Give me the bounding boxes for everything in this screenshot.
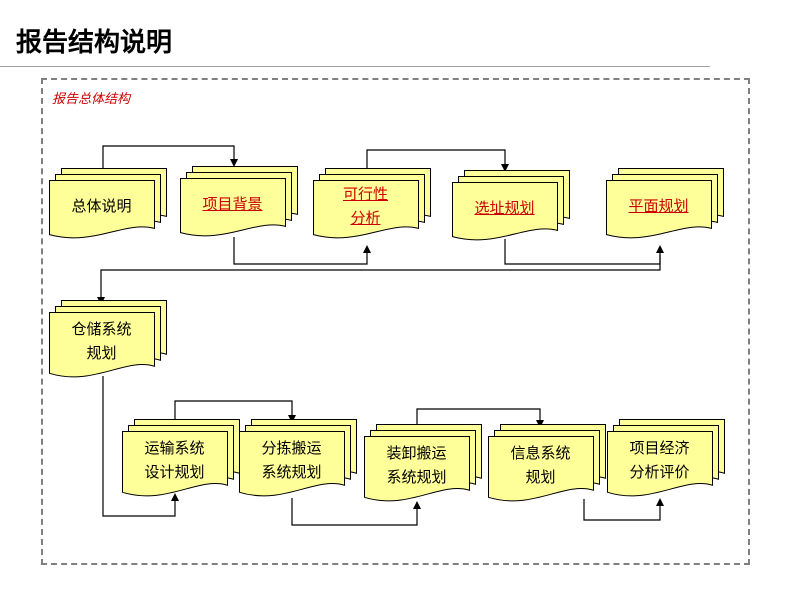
document-stack-shape [122, 419, 240, 497]
node-label-line: 装卸搬运 [386, 443, 447, 462]
node-label[interactable]: 可行性分析 [313, 180, 418, 230]
document-sheet [452, 182, 558, 241]
connector-sorting-loading [291, 498, 421, 526]
connector-feasibility-site [366, 149, 509, 172]
document-sheet [180, 178, 286, 237]
connector-information-economics [583, 498, 664, 521]
document-sheet [606, 180, 712, 239]
node-label: 装卸搬运系统规划 [364, 436, 469, 489]
node-label-line: 运输系统 [144, 438, 205, 457]
node-warehouse: 仓储系统规划 [49, 300, 167, 382]
node-label-line[interactable]: 项目背景 [202, 194, 263, 213]
node-label-line: 总体说明 [71, 196, 132, 215]
node-sorting: 分拣搬运系统规划 [239, 419, 357, 501]
node-background[interactable]: 项目背景 [180, 166, 298, 241]
node-label-line[interactable]: 分析 [350, 208, 381, 227]
node-label: 项目经济分析评价 [607, 431, 712, 484]
node-label-line[interactable]: 选址规划 [474, 198, 535, 217]
document-stack-shape [607, 419, 725, 497]
document-stack-shape [606, 168, 724, 239]
node-label[interactable]: 平面规划 [606, 180, 711, 218]
node-label-line: 分拣搬运 [261, 438, 322, 457]
document-sheet [488, 436, 594, 502]
node-label-line[interactable]: 平面规划 [628, 196, 689, 215]
node-label: 总体说明 [49, 180, 154, 218]
connector-layout-warehouse [97, 255, 661, 305]
node-label[interactable]: 选址规划 [452, 182, 557, 220]
node-feasibility[interactable]: 可行性分析 [313, 168, 431, 243]
section-label: 报告总体结构 [52, 92, 131, 107]
node-label-line: 仓储系统 [71, 319, 132, 338]
node-label-line: 项目经济 [629, 438, 690, 457]
connector-background-feasibility [233, 237, 371, 265]
node-layout[interactable]: 平面规划 [606, 168, 724, 243]
document-stack-shape [313, 168, 431, 239]
node-label: 分拣搬运系统规划 [239, 431, 344, 484]
node-overview: 总体说明 [49, 168, 167, 243]
node-label[interactable]: 项目背景 [180, 178, 285, 216]
node-label-line: 规划 [525, 467, 556, 486]
structure-frame [41, 78, 750, 565]
document-stack-shape [49, 168, 167, 239]
connector-overview-background [102, 145, 238, 172]
document-stack-shape [239, 419, 357, 497]
node-transport: 运输系统设计规划 [122, 419, 240, 501]
document-sheet [239, 431, 345, 497]
node-label-line[interactable]: 可行性 [342, 184, 388, 203]
node-label-line: 系统规划 [261, 462, 322, 481]
node-label-line: 分析评价 [629, 462, 690, 481]
node-label-line: 设计规划 [144, 462, 205, 481]
node-label-line: 系统规划 [386, 467, 447, 486]
document-sheet [49, 312, 155, 378]
connector-loading-information [416, 408, 544, 428]
node-label-line: 信息系统 [510, 443, 571, 462]
document-stack-shape [452, 170, 570, 241]
node-label: 运输系统设计规划 [122, 431, 227, 484]
document-stack-shape [49, 300, 167, 378]
document-stack-shape [180, 166, 298, 237]
node-label: 信息系统规划 [488, 436, 593, 489]
node-site[interactable]: 选址规划 [452, 170, 570, 245]
document-sheet [122, 431, 228, 497]
connector-transport-sorting [174, 400, 296, 423]
document-sheet [313, 180, 419, 239]
document-stack-shape [364, 424, 482, 502]
node-label-line: 规划 [86, 343, 117, 362]
connector-warehouse-transport [102, 376, 179, 517]
document-sheet [607, 431, 713, 497]
document-sheet [364, 436, 470, 502]
node-label: 仓储系统规划 [49, 312, 154, 365]
node-economics: 项目经济分析评价 [607, 419, 725, 501]
document-sheet [49, 180, 155, 239]
node-loading: 装卸搬运系统规划 [364, 424, 482, 506]
title-divider [0, 66, 710, 67]
node-information: 信息系统规划 [488, 424, 606, 506]
page-title: 报告结构说明 [16, 28, 173, 58]
document-stack-shape [488, 424, 606, 502]
